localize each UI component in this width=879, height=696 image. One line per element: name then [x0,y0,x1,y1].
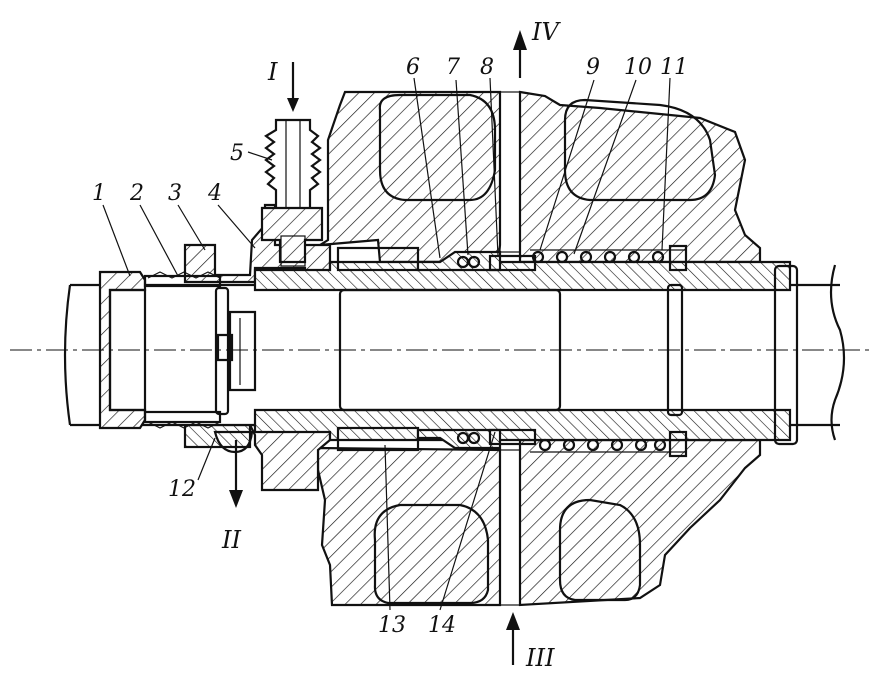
label-part-14: 14 [428,613,456,638]
spring-upper [531,250,665,264]
inner-ring [214,286,230,416]
label-part-13: 13 [378,613,406,638]
washer-2-lower [143,410,222,424]
label-part-3: 3 [168,181,182,206]
arrow-inlet-I [287,62,299,112]
retainer-11-upper [668,244,688,272]
leader-lines [102,77,671,611]
label-part-11: 11 [660,55,688,80]
label-part-1: 1 [92,181,106,206]
label-part-9: 9 [586,55,600,80]
shaft-right-break [829,264,846,441]
fitting-nipple [264,118,322,212]
upper-housing-right [518,90,762,264]
o-ring-7-upper-b [467,255,481,269]
label-part-12: 12 [168,477,196,502]
arrow-outlet-IV [513,30,527,78]
upper-housing [319,90,502,264]
retainer-11-lower [668,430,688,458]
label-part-5: 5 [230,141,244,166]
label-part-6: 6 [406,55,420,80]
sleeve-lower [253,408,792,442]
outlet-channel [499,91,521,253]
label-flow-III: III [525,644,555,672]
flange-lower-plate [183,423,252,449]
o-ring-7-lower-b [467,431,481,445]
slide-ring-8-lower [488,428,537,446]
shaft [70,285,840,425]
thread-2-lower [147,421,221,429]
label-flow-IV: IV [531,18,561,46]
washer-2-upper [143,274,222,288]
label-part-7: 7 [446,55,460,80]
upper-cavity-left [378,93,497,202]
inner-element [216,310,257,392]
sleeve-upper [253,260,792,292]
supply-channel [499,449,521,606]
thread-2-upper [147,271,221,279]
label-part-2: 2 [129,181,144,206]
lower-housing [316,446,502,607]
arrow-supply-III [506,612,520,665]
spring-lower [538,438,667,452]
lower-cavity-left [373,503,490,605]
label-flow-II: II [221,526,241,554]
label-part-10: 10 [624,55,652,80]
arrow-drain-II [229,440,243,508]
slide-ring-8-upper [488,254,537,272]
packing-upper [336,246,420,272]
label-part-8: 8 [480,55,494,80]
shaft-left-break [63,284,72,426]
label-part-4: 4 [207,181,222,206]
label-flow-I: I [267,58,278,86]
upper-cavity-right [563,98,717,202]
shaft-end-collar [773,264,799,446]
fitting-channel [280,235,306,267]
lower-cavity-right [558,498,642,602]
